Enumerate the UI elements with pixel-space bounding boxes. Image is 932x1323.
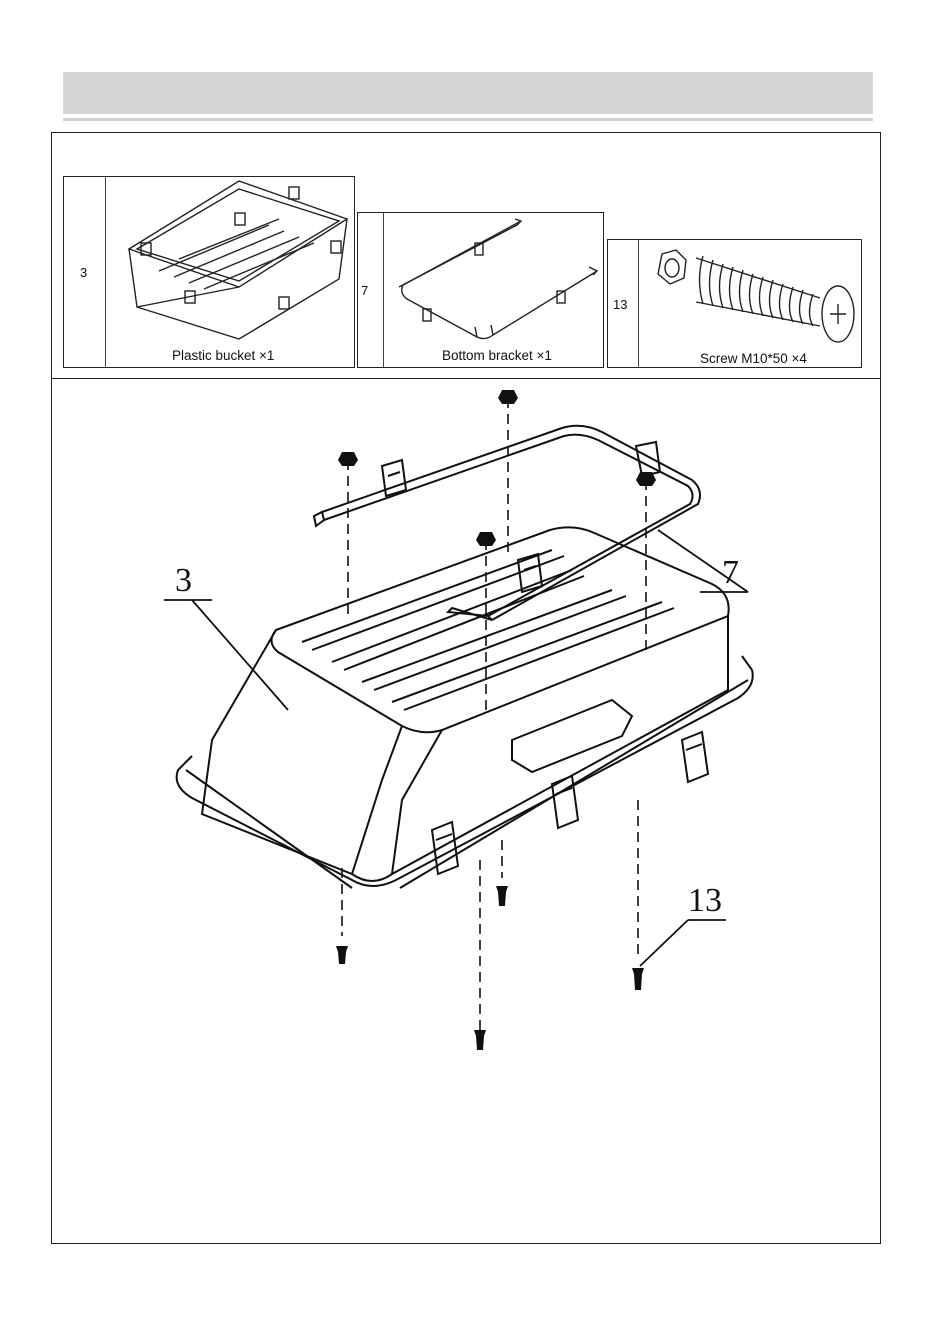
bucket-side-front (392, 616, 728, 874)
part-box-bucket: 3 Plastic bucket ×1 (63, 176, 355, 368)
part-number: 13 (613, 297, 627, 312)
callout-bucket: 3 (175, 564, 192, 598)
nut (498, 390, 518, 404)
frame-divider (51, 378, 881, 379)
bracket-end-left (314, 512, 324, 526)
bracket-frame-inner (324, 435, 693, 616)
bottom-bracket-icon (393, 215, 601, 345)
screw (474, 1030, 486, 1050)
part-number: 7 (361, 283, 368, 298)
screw (336, 946, 348, 964)
nut (636, 472, 656, 486)
callout-bracket: 7 (722, 556, 739, 590)
callout-screw: 13 (688, 884, 722, 918)
part-caption: Plastic bucket ×1 (172, 348, 274, 363)
nut (476, 532, 496, 546)
screw (632, 968, 644, 990)
bucket-rim (177, 656, 753, 886)
screw-icon (648, 242, 858, 348)
part-number: 3 (80, 265, 87, 280)
nut (338, 452, 358, 466)
screw (496, 886, 508, 906)
header-rule (63, 118, 873, 121)
bucket-top (271, 527, 728, 732)
part-caption: Bottom bracket ×1 (442, 348, 552, 363)
plastic-bucket-icon (119, 179, 351, 347)
header-bar (63, 72, 873, 114)
part-box-screw: 13 Screw M10*50 ×4 (607, 239, 862, 368)
part-box-bracket: 7 Bottom bracket ×1 (357, 212, 604, 368)
assembly-diagram (52, 380, 880, 1242)
part-caption: Screw M10*50 ×4 (700, 351, 807, 366)
